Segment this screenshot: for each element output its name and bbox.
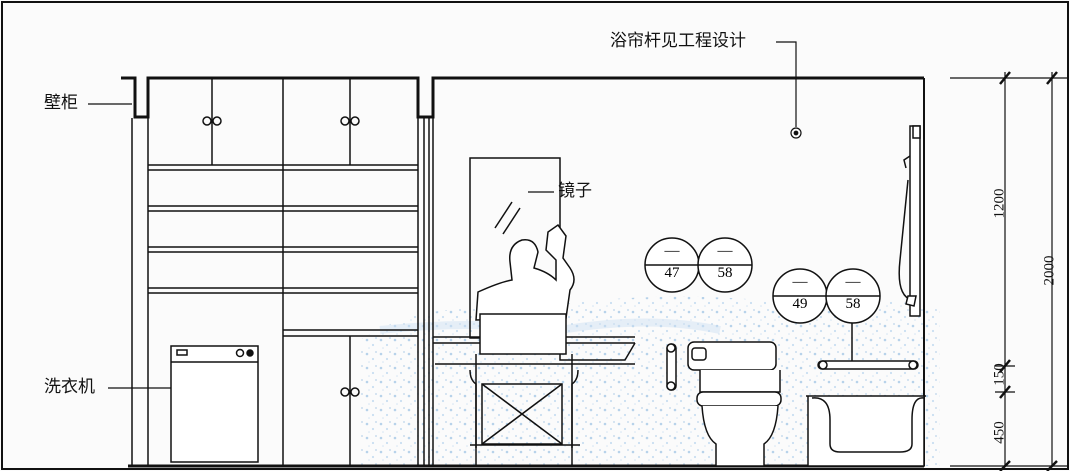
label-washing-machine: 洗衣机 xyxy=(44,377,95,397)
badge-47-top: — xyxy=(664,243,680,259)
badge-58-right-bottom: 58 xyxy=(845,296,861,312)
badge-49-bottom: 49 xyxy=(792,296,808,312)
badge-58-left-top: — xyxy=(717,243,733,259)
grab-bar-vertical xyxy=(666,343,677,391)
badge-circles xyxy=(644,237,881,324)
label-mirror: 镜子 xyxy=(558,181,592,201)
label-curtain-rod: 浴帘杆见工程设计 xyxy=(610,31,746,51)
label-wall-cabinet: 壁柜 xyxy=(44,93,78,113)
shower xyxy=(898,125,921,317)
badge-47-bottom: 47 xyxy=(664,265,680,281)
toilet xyxy=(687,341,782,467)
leader-lines xyxy=(88,103,554,389)
badge-49: — 49 xyxy=(773,271,827,315)
badge-58-left-bottom: 58 xyxy=(717,265,733,281)
dimension-lines xyxy=(950,71,1068,471)
dimension-2000: 2000 xyxy=(1041,255,1058,286)
dimension-1200: 1200 xyxy=(991,188,1008,219)
curtain-rod-marker xyxy=(776,41,802,139)
wall-cabinet xyxy=(147,78,434,466)
washing-machine xyxy=(170,345,259,463)
wheelchair-user xyxy=(469,223,580,466)
badge-58-right: — 58 xyxy=(826,271,880,315)
grab-bar-horizontal xyxy=(817,322,919,370)
badge-58-left: — 58 xyxy=(698,240,752,284)
badge-58-right-top: — xyxy=(845,274,861,290)
bathtub xyxy=(806,395,926,467)
badge-47: — 47 xyxy=(645,240,699,284)
badge-49-top: — xyxy=(792,274,808,290)
dimension-450: 450 xyxy=(991,421,1008,444)
